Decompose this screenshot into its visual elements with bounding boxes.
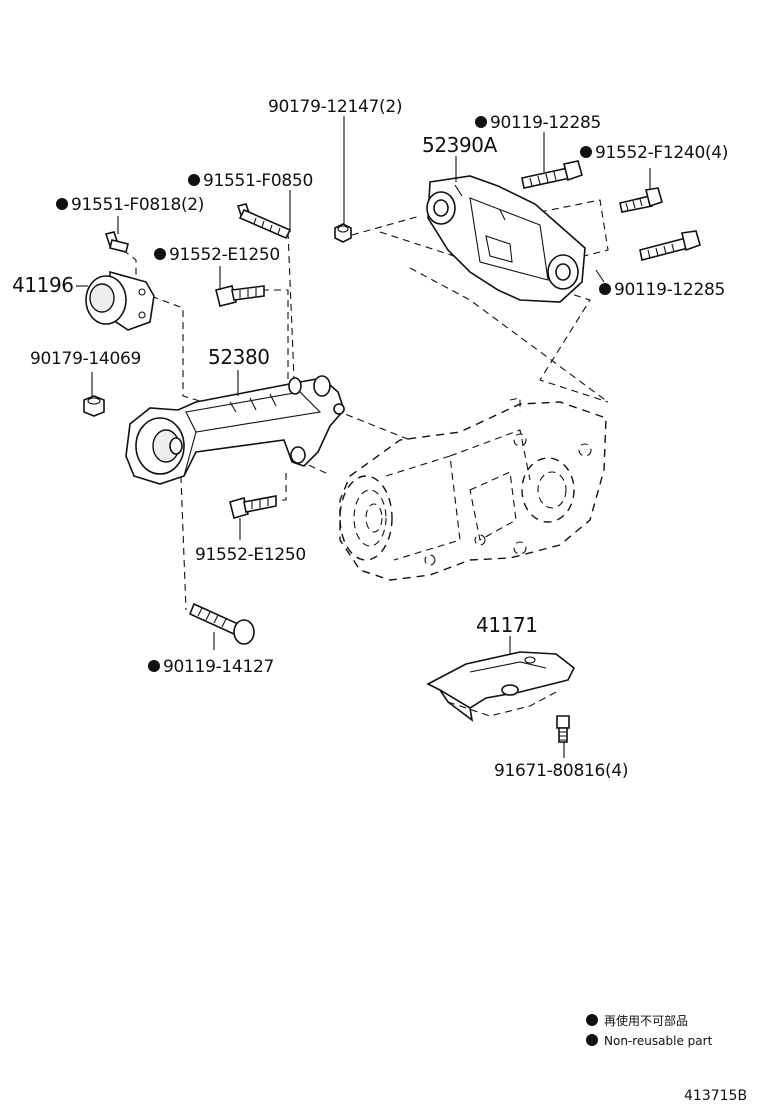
legend: 再使用不可部品 Non-reusable part	[586, 1013, 713, 1048]
label-91671-80816: 91671-80816(4)	[494, 761, 628, 781]
label-90179-12147: 90179-12147(2)	[268, 97, 402, 117]
label-90119-14127: 90119-14127	[163, 657, 274, 677]
bolt-90119-14127	[188, 602, 255, 645]
label-91551-F0818: 91551-F0818(2)	[71, 195, 204, 215]
label-90179-14069: 90179-14069	[30, 349, 141, 369]
non-reusable-dot	[599, 283, 611, 295]
label-41171: 41171	[476, 613, 538, 637]
label-91552-F1240: 91552-F1240(4)	[595, 143, 728, 163]
figure-id: 413715B	[684, 1088, 747, 1104]
non-reusable-dot	[475, 116, 487, 128]
non-reusable-dot	[148, 660, 160, 672]
member-52380	[125, 375, 345, 485]
bolt-90119-12285-right	[639, 230, 701, 261]
bolt-91551-F0818	[104, 231, 129, 253]
label-52390A: 52390A	[422, 133, 498, 157]
label-90119-12285-top: 90119-12285	[490, 113, 601, 133]
bolt-91552-F1240	[619, 187, 663, 213]
bolt-91551-F0850	[236, 203, 292, 240]
non-reusable-dot	[188, 174, 200, 186]
non-reusable-dot	[580, 146, 592, 158]
bolt-91552-E1250-top	[215, 285, 265, 307]
label-90119-12285-right: 90119-12285	[614, 280, 725, 300]
legend-english: Non-reusable part	[604, 1034, 713, 1048]
bolt-91671-80816	[556, 715, 570, 743]
part-labels: 90179-12147(2) 90119-12285 52390A 91552-…	[12, 97, 728, 781]
leader-lines	[76, 116, 651, 758]
label-52380: 52380	[208, 345, 270, 369]
label-91551-F0850: 91551-F0850	[203, 171, 313, 191]
nut-90179-14069	[83, 395, 105, 417]
bolt-91552-E1250-bottom	[229, 495, 277, 519]
bolt-90119-12285-top	[521, 160, 583, 189]
mount-41196	[85, 270, 155, 331]
label-41196: 41196	[12, 273, 74, 297]
differential-carrier	[339, 397, 607, 581]
nut-90179-12147	[334, 223, 352, 243]
label-91552-E1250-top: 91552-E1250	[169, 245, 280, 265]
legend-dot	[586, 1034, 598, 1046]
non-reusable-dot	[56, 198, 68, 210]
label-91552-E1250-bottom: 91552-E1250	[195, 545, 306, 565]
legend-dot	[586, 1014, 598, 1026]
bracket-52390A	[426, 175, 586, 303]
legend-japanese: 再使用不可部品	[604, 1013, 688, 1028]
non-reusable-dot	[154, 248, 166, 260]
plate-41171	[426, 651, 576, 722]
